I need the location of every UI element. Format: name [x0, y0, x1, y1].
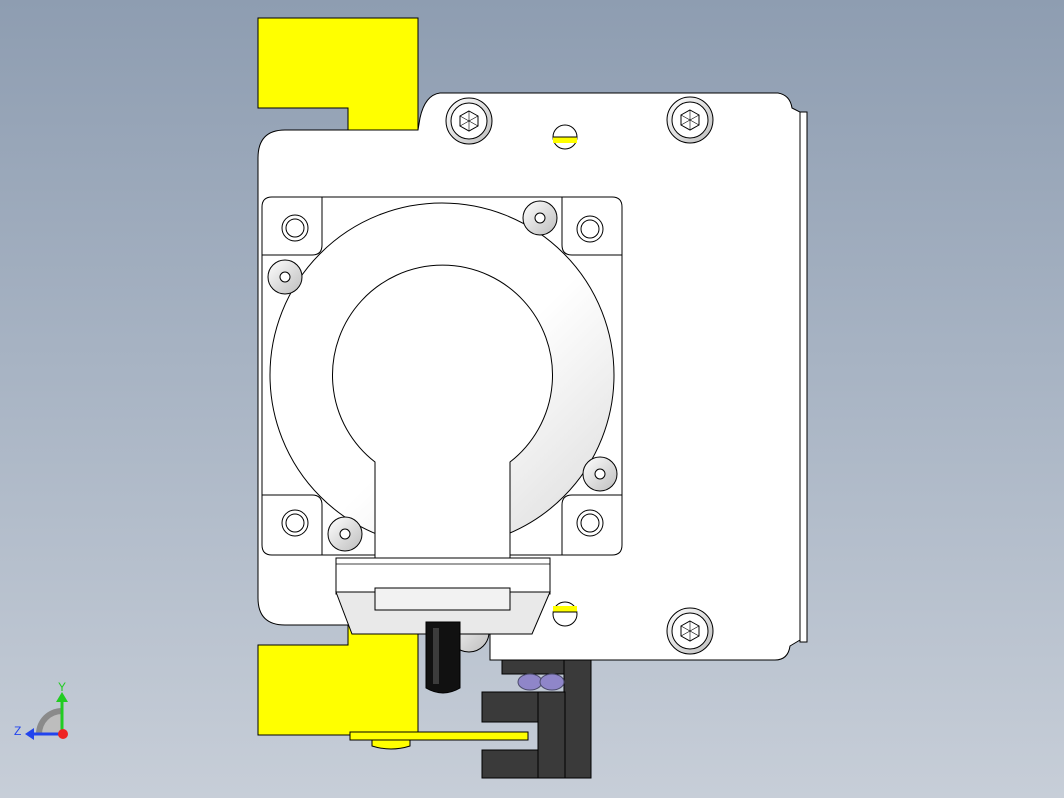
axis-y-label: Y: [58, 680, 66, 694]
flange-hole: [281, 214, 309, 242]
flange-hole: [281, 509, 309, 537]
motor-screw: [267, 259, 303, 295]
slot-hole-top: [552, 124, 578, 150]
motor-screw: [327, 516, 363, 552]
flange-hole: [576, 509, 604, 537]
flange-corner-tr: [561, 197, 622, 256]
motor-encoder-housing[interactable]: [332, 264, 553, 591]
motor-screw: [522, 200, 558, 236]
flange-hole: [576, 215, 604, 243]
washer-part: [517, 673, 565, 691]
connector-plug[interactable]: [374, 587, 511, 611]
axis-z-label: Z: [14, 724, 21, 738]
flange-corner-bl: [262, 494, 323, 555]
flange-corner-br: [561, 494, 622, 555]
flange-corner-tl: [262, 197, 323, 256]
hex-socket-icon: [666, 607, 714, 655]
yellow-rail[interactable]: [349, 731, 529, 741]
yellow-rail-tab[interactable]: [371, 739, 411, 750]
hex-socket-icon: [445, 97, 493, 145]
bottom-bracket[interactable]: [481, 659, 592, 779]
motor-screw: [582, 456, 618, 492]
hex-socket-icon: [666, 96, 714, 144]
slot-hole-bottom: [552, 601, 578, 627]
